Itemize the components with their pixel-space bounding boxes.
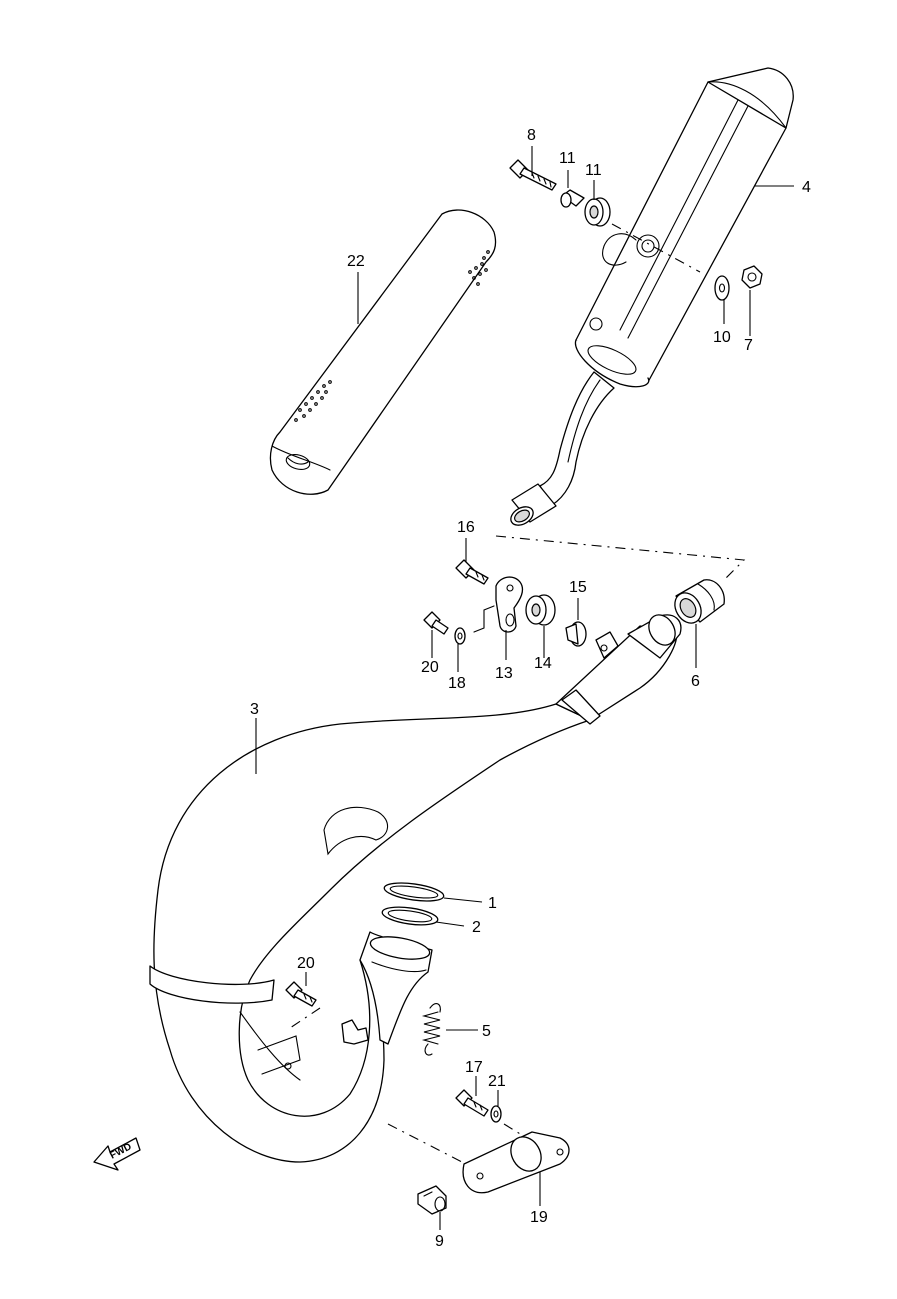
bolt-part-20-lower	[285, 981, 317, 1007]
muffler-mount-axis	[611, 223, 701, 273]
callout-2: 2	[472, 919, 481, 936]
callout-22: 22	[347, 253, 365, 270]
leader-lines	[255, 146, 794, 1230]
grommet-part-11	[584, 197, 611, 227]
callout-19: 19	[530, 1209, 548, 1226]
gasket-part-2	[381, 906, 439, 926]
heat-shield-holes	[294, 250, 490, 422]
bolt-part-16	[455, 559, 489, 585]
callout-16: 16	[457, 519, 475, 536]
callout-20-lower: 20	[297, 955, 315, 972]
callout-9: 9	[435, 1233, 444, 1250]
washer-part-10	[714, 275, 730, 301]
callout-4: 4	[802, 179, 811, 196]
callout-5: 5	[482, 1023, 491, 1040]
bolt-part-20-upper	[423, 611, 449, 635]
callout-20-upper: 20	[421, 659, 439, 676]
callout-6: 6	[691, 673, 700, 690]
clip-part-9	[417, 1185, 447, 1215]
spring-part-5	[421, 1003, 441, 1056]
callout-12: 11	[559, 150, 576, 167]
gasket-part-1	[383, 882, 445, 902]
callout-11: 11	[585, 162, 602, 179]
muffler-bolt-part-8	[509, 159, 557, 191]
bolt-20-axis	[289, 1007, 321, 1029]
bolt-part-17	[455, 1089, 489, 1117]
washer-part-21	[490, 1105, 502, 1123]
nut-part-7	[741, 265, 763, 289]
bracket-part-13	[473, 576, 524, 633]
callout-17: 17	[465, 1059, 483, 1076]
grommet-part-14	[525, 594, 556, 626]
bracket-19-axis	[387, 1123, 463, 1163]
callout-3: 3	[250, 701, 259, 718]
muffler-joint-axis	[495, 535, 746, 579]
collar-part-15	[565, 621, 587, 647]
callout-1: 1	[488, 895, 497, 912]
callout-15: 15	[569, 579, 587, 596]
muffler-part	[510, 67, 794, 526]
heat-shield-part-22	[269, 209, 497, 495]
collar-part-12	[560, 189, 585, 208]
washer-part-18	[454, 627, 466, 645]
fwd-arrow-icon: FWD	[93, 1137, 141, 1171]
exhaust-pipe-part-3	[149, 614, 682, 1163]
seal-part-6	[674, 579, 725, 624]
callout-21: 21	[488, 1073, 506, 1090]
callout-10: 10	[713, 329, 731, 346]
callout-8: 8	[527, 127, 536, 144]
callout-13: 13	[495, 665, 513, 682]
callout-14: 14	[534, 655, 552, 672]
bracket-part-19	[462, 1131, 570, 1194]
callout-18: 18	[448, 675, 466, 692]
callouts: 4 8 11 11 10 7 22 16 15 20 18 13 14 6 3 …	[250, 127, 811, 1250]
callout-7: 7	[744, 337, 753, 354]
